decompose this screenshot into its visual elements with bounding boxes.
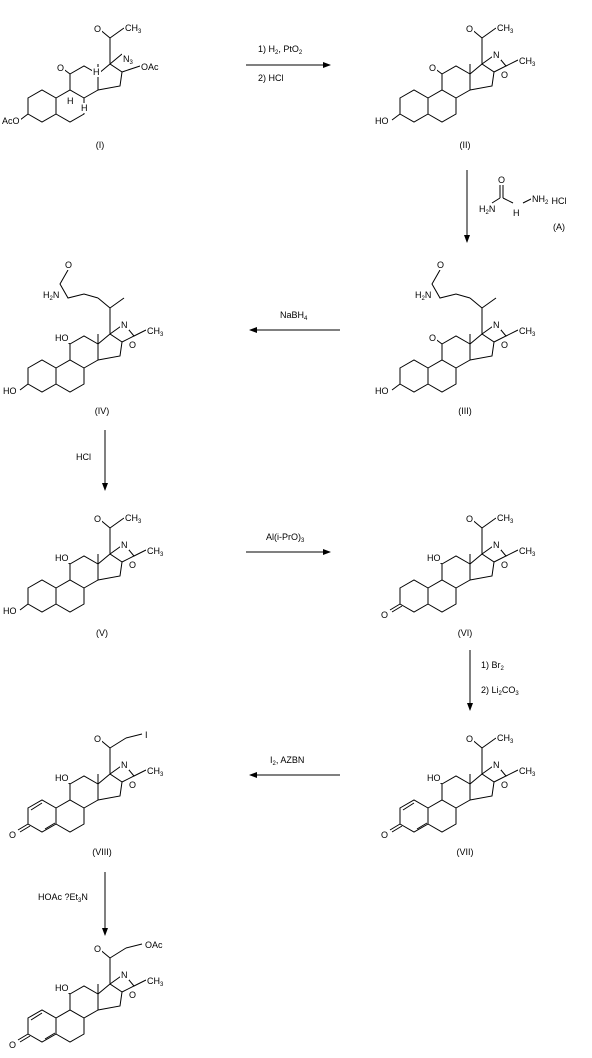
compound-label-v: (V) [96, 628, 108, 638]
cmpd-vii-ch3-acetyl: CH3 [496, 733, 515, 745]
cmpd-ii-ch3: CH3 [518, 56, 537, 68]
reagent-step3: NaBH4 [280, 310, 308, 322]
cmpd-v-ho: HO [2, 606, 18, 616]
cmpd-i-oac: OAc [140, 62, 160, 72]
cmpd-iv-semicarbazone-o: O [64, 260, 74, 270]
cmpd-vi-ketone-o: O [380, 610, 390, 620]
compound-i-structure [19, 27, 141, 123]
cmpd-i-ketone-o: O [56, 63, 66, 73]
cmpd-ii-o-ring: O [500, 70, 510, 80]
cmpd-iii-o-ring: O [500, 340, 510, 350]
reagent-a-h2n: H2N [478, 204, 497, 216]
reagent-a-nh: H [512, 208, 521, 218]
cmpd-vii-acetyl-o: O [465, 734, 475, 744]
cmpd-viii-n: N [120, 760, 129, 770]
cmpd-iii-ketone-o: O [428, 333, 438, 343]
reagent-step5: Al(i-PrO)3 [266, 532, 305, 544]
compound-iv-structure [19, 269, 147, 393]
final-o: O [93, 944, 103, 954]
reagent-a-label: (A) [553, 222, 565, 232]
cmpd-viii-ho-11: HO [54, 773, 70, 783]
reagent-step7: I2, AZBN [270, 755, 305, 767]
cmpd-viii-ketone-o: O [8, 830, 18, 840]
cmpd-i-ch3: CH3 [124, 23, 143, 35]
final-ch3: CH3 [146, 976, 165, 988]
cmpd-i-h3: H [80, 103, 89, 113]
cmpd-iv-h2n: H2N [42, 290, 61, 302]
reagent-step1-line2: 2) HCl [258, 73, 284, 83]
compound-label-iii: (III) [458, 406, 472, 416]
cmpd-v-n: N [120, 540, 129, 550]
cmpd-viii-o: O [93, 734, 103, 744]
cmpd-iv-ch3: CH3 [146, 326, 165, 338]
cmpd-viii-ch3: CH3 [146, 766, 165, 778]
cmpd-vi-ho-11: HO [426, 553, 442, 563]
reagent-a-o: O [497, 175, 507, 185]
cmpd-v-ch3-acetyl: CH3 [124, 513, 143, 525]
cmpd-i-n3: N3 [122, 54, 134, 66]
compound-label-i: (I) [95, 140, 105, 150]
reagent-a-hcl: · HCl [546, 196, 567, 206]
cmpd-ii-ho: HO [374, 116, 390, 126]
cmpd-vi-ch3-acetyl: CH3 [496, 513, 515, 525]
cmpd-vii-ch3: CH3 [518, 766, 537, 778]
cmpd-iii-semicarbazone-o: O [436, 260, 446, 270]
compound-vi-structure [389, 517, 519, 613]
cmpd-iv-ho-11: HO [54, 333, 70, 343]
compound-iii-structure [391, 269, 519, 393]
reagent-step8: HOAc ?Et3N [38, 892, 88, 904]
cmpd-i-aco: AcO [1, 116, 21, 126]
cmpd-iii-h2n: H2N [414, 290, 433, 302]
cmpd-iv-n: N [120, 320, 129, 330]
reagent-a-structure [491, 183, 534, 204]
compound-label-iv: (IV) [94, 406, 110, 416]
cmpd-vii-ho-11: HO [426, 773, 442, 783]
cmpd-v-acetyl-o: O [93, 514, 103, 524]
reagent-step6-line1: 1) Br2 [481, 660, 504, 672]
cmpd-i-h1: H [92, 67, 101, 77]
compound-label-vi: (VI) [457, 628, 473, 638]
final-ketone-o: O [8, 1040, 18, 1050]
cmpd-iv-ho: HO [2, 386, 18, 396]
cmpd-ii-n: N [492, 50, 501, 60]
cmpd-vii-o-ring: O [500, 780, 510, 790]
cmpd-i-acetyl-o: O [93, 24, 103, 34]
cmpd-iii-ch3: CH3 [518, 326, 537, 338]
cmpd-ii-acetyl-o: O [465, 24, 475, 34]
final-compound-structure [17, 943, 147, 1043]
reagent-step1-line1: 1) H2, PtO2 [258, 44, 303, 56]
final-oac: OAc [144, 940, 164, 950]
final-o-ring: O [128, 990, 138, 1000]
cmpd-vi-ch3: CH3 [518, 546, 537, 558]
compound-vii-structure [389, 737, 519, 833]
final-ho-11: HO [54, 983, 70, 993]
cmpd-iv-o-ring: O [128, 340, 138, 350]
cmpd-v-ho-11: HO [54, 553, 70, 563]
cmpd-viii-iodo: I [144, 730, 149, 740]
cmpd-vi-n: N [492, 540, 501, 550]
cmpd-vii-n: N [492, 760, 501, 770]
compound-label-viii: (VIII) [92, 847, 112, 857]
cmpd-vi-acetyl-o: O [465, 514, 475, 524]
final-n: N [120, 970, 129, 980]
compound-label-ii: (II) [459, 140, 471, 150]
cmpd-iii-n: N [492, 320, 501, 330]
reagent-step6-line2: 2) Li2CO3 [481, 685, 519, 697]
reagent-step4: HCl [76, 452, 91, 462]
cmpd-i-h2: H [66, 96, 75, 106]
compound-viii-structure [17, 733, 147, 833]
compound-label-vii: (VII) [456, 847, 474, 857]
cmpd-v-ch3: CH3 [146, 546, 165, 558]
cmpd-ii-ketone-o: O [428, 63, 438, 73]
cmpd-vii-ketone-o: O [380, 830, 390, 840]
cmpd-vi-o-ring: O [500, 560, 510, 570]
cmpd-v-o-ring: O [128, 560, 138, 570]
cmpd-viii-o-ring: O [128, 780, 138, 790]
cmpd-ii-ch3-acetyl: CH3 [496, 23, 515, 35]
cmpd-iii-ho: HO [374, 386, 390, 396]
reagent-a-nh2: NH2 [531, 194, 550, 206]
